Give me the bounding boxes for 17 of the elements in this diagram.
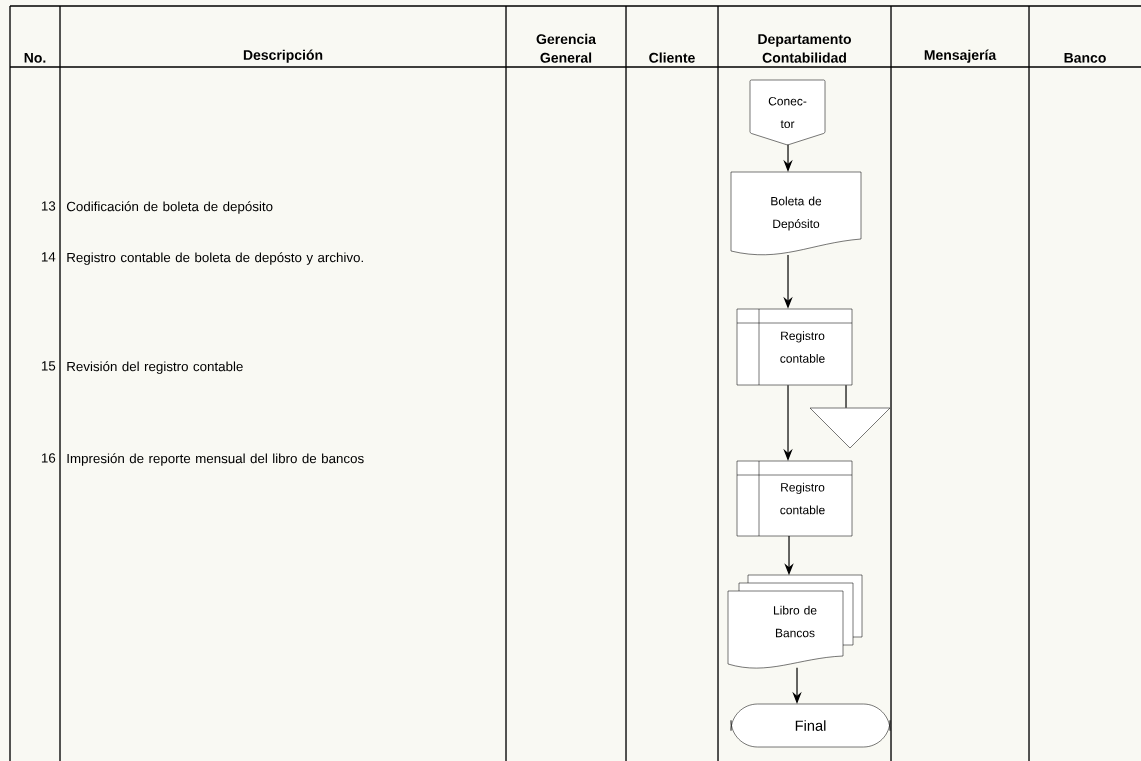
step-number: 13 (41, 201, 56, 211)
column-header: Mensajería (924, 49, 997, 63)
column-header: No. (24, 53, 46, 63)
step-number: 16 (41, 453, 56, 463)
step-description: Registro contable de boleta de depósto y archivo. (67, 252, 363, 265)
step-description: Revisión del registro contable (67, 361, 243, 374)
step-description: Impresión de reporte mensual del libro de bancos (67, 453, 364, 466)
column-header: Gerencia General (536, 33, 597, 63)
column-header: Descripción (243, 49, 323, 63)
column-header: Departamento Contabilidad (758, 34, 851, 63)
step-number: 14 (41, 252, 56, 262)
step-description: Codificación de boleta de depósito (66, 201, 273, 214)
column-header: Banco (1064, 53, 1106, 63)
off-page-connector: Conec- tor (749, 79, 826, 146)
step-number: 15 (41, 361, 56, 371)
column-header: Cliente (649, 52, 695, 63)
triangle-symbol (809, 407, 891, 449)
